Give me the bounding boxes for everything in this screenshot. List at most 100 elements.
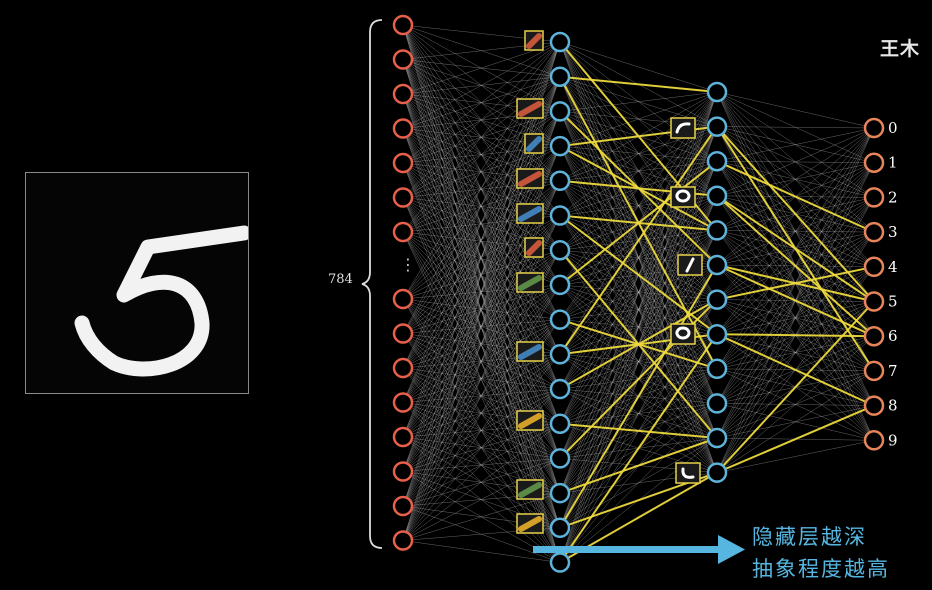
caption-line-2: 抽象程度越高 xyxy=(752,557,890,581)
stroke-mark xyxy=(526,240,542,256)
depth-arrow xyxy=(533,535,745,564)
glyph-mark xyxy=(675,189,691,203)
output-label: 1 xyxy=(888,154,898,172)
input-neuron xyxy=(392,530,414,551)
stroke-mark xyxy=(518,516,542,532)
output-neuron xyxy=(863,291,885,312)
stroke-mark xyxy=(518,101,542,117)
input-brace xyxy=(361,19,383,549)
hidden2-neuron xyxy=(706,81,728,103)
output-label: 7 xyxy=(888,362,898,380)
hidden2-neuron xyxy=(706,427,728,449)
hidden2-neuron xyxy=(706,393,728,414)
input-neuron xyxy=(392,392,414,413)
output-label: 2 xyxy=(888,188,898,206)
output-neuron xyxy=(863,325,885,347)
hidden1-neuron xyxy=(549,482,571,504)
stroke-mark xyxy=(518,344,542,360)
output-label: 0 xyxy=(888,119,898,137)
stroke-mark xyxy=(526,33,542,49)
output-label: 4 xyxy=(888,258,898,276)
glyph-mark xyxy=(685,257,695,273)
hidden1-neuron xyxy=(549,378,571,400)
output-neuron xyxy=(863,430,885,451)
hidden1-neuron xyxy=(549,344,571,365)
input-count-label: 784 xyxy=(328,272,353,287)
hidden1-neuron xyxy=(549,205,571,226)
hidden1-neuron xyxy=(549,66,571,87)
hidden1-neuron xyxy=(549,101,571,122)
hidden1-neuron xyxy=(549,239,571,261)
hidden1-neuron xyxy=(549,170,571,192)
output-neuron xyxy=(863,117,885,139)
hidden1-neuron xyxy=(549,448,571,469)
hidden2-neuron xyxy=(706,289,728,310)
output-neuron xyxy=(863,221,885,243)
feature-icons xyxy=(516,30,703,534)
loop-icon xyxy=(670,186,696,208)
output-neuron xyxy=(863,152,885,173)
stroke-mark xyxy=(526,136,542,152)
hidden2-neuron xyxy=(706,323,728,345)
top-arc-icon xyxy=(670,117,696,139)
hidden2-neuron xyxy=(706,462,728,483)
input-neuron xyxy=(392,49,414,70)
caption-line-1: 隐藏层越深 xyxy=(752,525,867,549)
glyph-mark xyxy=(681,467,695,479)
highlighted-connections xyxy=(559,41,875,564)
input-neuron xyxy=(392,152,414,174)
hidden1-neuron xyxy=(549,413,571,434)
input-neuron xyxy=(392,288,414,310)
loop-icon xyxy=(670,323,696,345)
watermark-text: 王木 xyxy=(880,38,921,60)
input-neuron xyxy=(392,83,414,105)
hidden1-neuron xyxy=(549,309,571,330)
arrow-head-icon xyxy=(718,535,745,564)
output-neuron xyxy=(863,256,885,278)
hidden2-neuron xyxy=(706,358,728,380)
hidden1-neuron xyxy=(549,31,571,53)
input-neuron xyxy=(392,323,414,344)
output-label: 3 xyxy=(888,223,898,241)
hidden1-neuron xyxy=(549,274,571,296)
input-neuron xyxy=(392,118,414,139)
glyph-mark xyxy=(675,122,691,134)
hidden2-neuron xyxy=(706,150,728,172)
stroke-mark xyxy=(518,275,542,291)
stroke-mark xyxy=(518,482,542,498)
input-neuron xyxy=(392,221,414,243)
output-neuron xyxy=(863,395,885,416)
output-neuron xyxy=(863,360,885,382)
output-label: 5 xyxy=(888,293,898,311)
hidden2-neuron xyxy=(706,185,728,207)
hidden2-neuron xyxy=(706,254,728,276)
hidden2-neuron xyxy=(706,220,728,241)
stroke-mark xyxy=(518,171,542,187)
hidden1-neuron xyxy=(549,135,571,157)
input-ellipsis: ⋮ xyxy=(400,255,416,274)
handwritten-digit-five xyxy=(74,225,248,377)
stroke-mark xyxy=(518,413,542,429)
input-neuron xyxy=(392,357,414,379)
stroke-mark xyxy=(518,206,542,222)
input-brace-line xyxy=(361,19,383,549)
output-neuron xyxy=(863,187,885,208)
input-neuron xyxy=(392,461,414,482)
hidden1-neuron xyxy=(549,517,571,539)
output-label: 8 xyxy=(888,397,898,415)
input-neuron xyxy=(392,14,414,36)
neurons: ⋮ xyxy=(392,14,885,573)
connection-lines xyxy=(402,24,875,563)
hidden2-neuron xyxy=(706,116,728,137)
output-labels: 0 1 2 3 4 5 6 7 8 9 xyxy=(888,119,898,449)
hidden1-neuron xyxy=(549,552,571,573)
output-label: 6 xyxy=(888,327,898,345)
input-digit-image xyxy=(25,172,249,394)
input-neuron xyxy=(392,495,414,517)
bottom-arc-icon xyxy=(675,462,701,484)
arrow-shaft xyxy=(533,546,725,553)
glyph-mark xyxy=(675,326,691,340)
input-neuron xyxy=(392,426,414,448)
output-label: 9 xyxy=(888,431,898,449)
